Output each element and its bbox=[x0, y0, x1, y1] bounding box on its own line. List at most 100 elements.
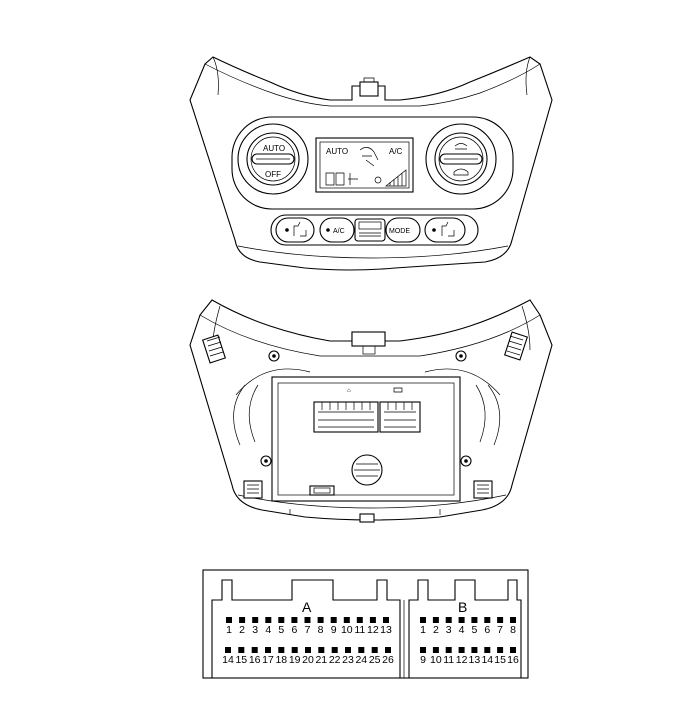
pin-number: 6 bbox=[484, 624, 490, 636]
pin-contact bbox=[291, 647, 298, 653]
pin-number: 2 bbox=[239, 624, 245, 636]
pin-number: 15 bbox=[235, 654, 247, 666]
pin-contact bbox=[317, 617, 324, 623]
pin-contact bbox=[383, 617, 389, 623]
pin-number: 18 bbox=[275, 654, 287, 666]
pin-number: 5 bbox=[278, 624, 284, 636]
car-defrost-icon bbox=[453, 168, 469, 176]
control-panel-rear-view: ⌂ bbox=[189, 299, 553, 523]
pin-number: 20 bbox=[302, 654, 314, 666]
pin-contact bbox=[304, 617, 311, 623]
lcd-display: AUTO A/C bbox=[315, 137, 414, 193]
ac-button[interactable]: A/C bbox=[319, 217, 355, 243]
pin-contact bbox=[369, 617, 376, 623]
pin-contact bbox=[343, 617, 350, 623]
pin-contact bbox=[225, 647, 231, 653]
pin-number: 10 bbox=[341, 624, 353, 636]
left-seat-heater-button[interactable] bbox=[275, 217, 315, 243]
pin-number: 2 bbox=[433, 624, 439, 636]
pin-contact bbox=[278, 647, 285, 653]
knob-auto-label: AUTO bbox=[263, 144, 285, 153]
pin-contact bbox=[510, 617, 516, 623]
knob-off-label: OFF bbox=[265, 170, 281, 179]
pin-contact bbox=[252, 617, 259, 623]
pin-contact bbox=[330, 617, 337, 623]
pin-number: 11 bbox=[354, 624, 365, 636]
right-fan-knob[interactable] bbox=[425, 123, 497, 195]
pin-number: 23 bbox=[342, 654, 354, 666]
pin-number: 9 bbox=[331, 624, 337, 636]
pin-contact bbox=[432, 617, 439, 623]
pin-contact bbox=[445, 647, 452, 653]
pin-contact bbox=[345, 647, 351, 653]
left-temperature-knob[interactable]: AUTO OFF bbox=[237, 123, 309, 195]
connector-outline bbox=[202, 569, 529, 679]
pin-contact bbox=[458, 617, 465, 623]
connector-a-profile bbox=[211, 579, 401, 678]
pin-contact bbox=[238, 647, 245, 653]
pin-number: 14 bbox=[222, 654, 234, 666]
pin-number: 5 bbox=[471, 624, 477, 636]
ac-button-label: A/C bbox=[333, 228, 345, 235]
airflow-person-icon bbox=[359, 147, 379, 167]
mode-button[interactable]: MODE bbox=[385, 217, 421, 243]
fan-icon bbox=[454, 143, 468, 150]
pin-number: 25 bbox=[369, 654, 381, 666]
pin-contact bbox=[497, 617, 504, 623]
connector-a-label: A bbox=[302, 599, 312, 615]
pin-contact bbox=[385, 647, 391, 653]
pin-number: 3 bbox=[446, 624, 452, 636]
pin-number: 4 bbox=[459, 624, 465, 636]
right-rear-grille bbox=[503, 331, 529, 361]
pin-number: 6 bbox=[291, 624, 297, 636]
right-seat-heater-button[interactable] bbox=[424, 217, 466, 243]
pin-number: 19 bbox=[289, 654, 301, 666]
pin-number: 3 bbox=[252, 624, 258, 636]
bottom-clip bbox=[359, 513, 375, 523]
pin-number: 14 bbox=[481, 654, 493, 666]
pin-contact bbox=[510, 647, 516, 653]
pin-number: 12 bbox=[367, 624, 379, 636]
pin-contact bbox=[420, 647, 426, 653]
button-row: A/C MODE bbox=[270, 214, 479, 246]
pin-contact bbox=[278, 617, 285, 623]
rear-top-tab bbox=[351, 331, 386, 347]
pin-number: 9 bbox=[420, 654, 426, 666]
seat-heater-icon bbox=[293, 221, 307, 237]
center-switch[interactable] bbox=[354, 218, 386, 242]
pin-contact bbox=[356, 617, 363, 623]
svg-text:⌂: ⌂ bbox=[347, 388, 351, 394]
top-clip bbox=[359, 81, 379, 97]
pin-number: 13 bbox=[380, 624, 392, 636]
pin-contact bbox=[371, 647, 378, 653]
pin-contact bbox=[239, 617, 246, 623]
left-side-clip bbox=[243, 480, 263, 499]
right-side-clip bbox=[473, 480, 493, 499]
pin-contact bbox=[484, 617, 491, 623]
pin-contact bbox=[445, 617, 452, 623]
pin-number: 26 bbox=[382, 654, 394, 666]
pin-number: 8 bbox=[510, 624, 516, 636]
pin-contact bbox=[305, 647, 311, 653]
pcb-housing: ⌂ bbox=[271, 376, 461, 502]
pin-contact bbox=[497, 647, 504, 653]
pin-contact bbox=[318, 647, 325, 653]
control-panel-front-view: AUTO OFF AUTO A/C bbox=[189, 56, 553, 271]
pin-contact bbox=[471, 647, 478, 653]
pin-number: 1 bbox=[226, 624, 232, 636]
pin-contact bbox=[458, 647, 465, 653]
connector-b-profile bbox=[408, 579, 522, 678]
fan-bar-graph bbox=[385, 169, 407, 187]
pin-number: 10 bbox=[430, 654, 442, 666]
pin-contact bbox=[251, 647, 258, 653]
pin-number: 22 bbox=[329, 654, 341, 666]
pin-contact bbox=[484, 647, 491, 653]
pin-number: 12 bbox=[456, 654, 468, 666]
pin-number: 16 bbox=[249, 654, 261, 666]
pin-number: 11 bbox=[443, 654, 454, 666]
